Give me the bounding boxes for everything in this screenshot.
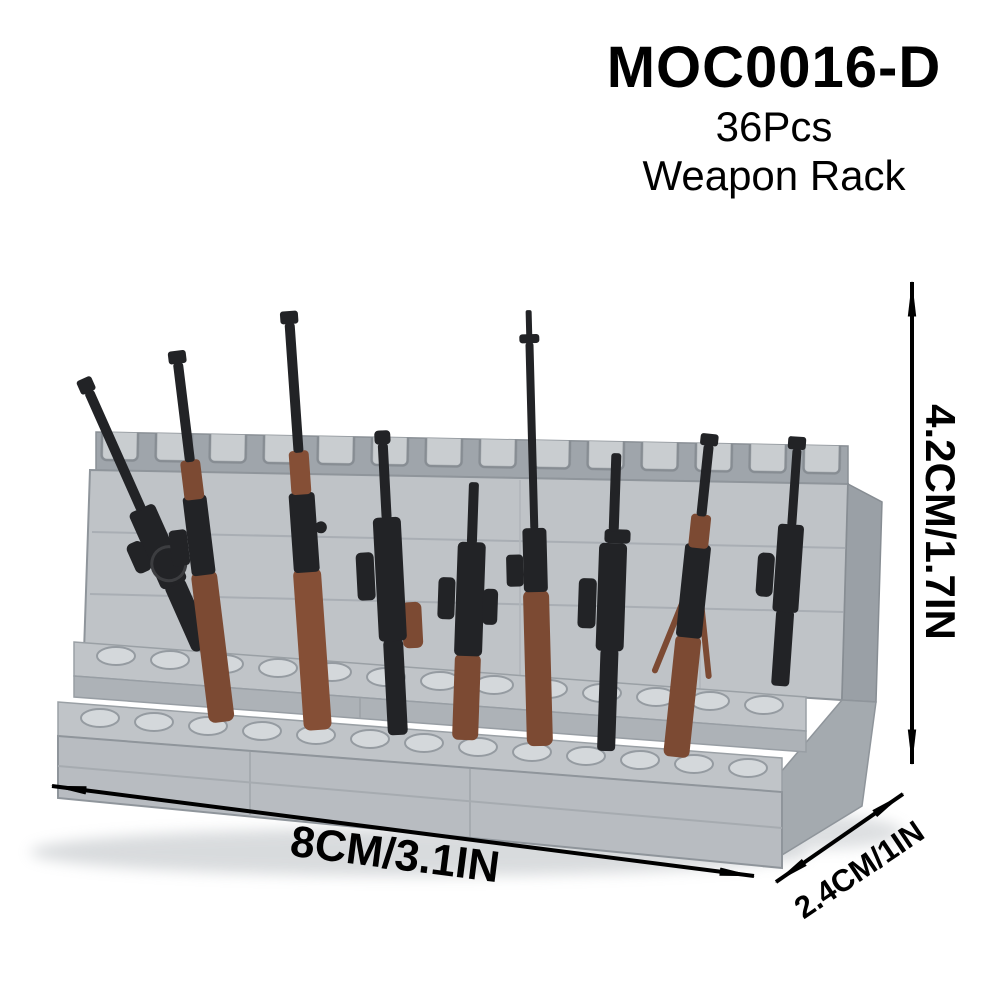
width-arrow: [50, 784, 756, 878]
depth-arrow: [774, 792, 905, 884]
toy-gun-rifle-brown-2: [279, 310, 332, 731]
height-dimension-label: 4.2CM/1.7IN: [917, 404, 964, 640]
toy-gun-machine-gun: [651, 433, 719, 758]
product-code: MOC0016-D: [606, 35, 942, 100]
toy-guns: [76, 310, 807, 758]
piece-count: 36Pcs: [715, 102, 833, 150]
product-title-block: MOC0016-D 36Pcs Weapon Rack: [552, 35, 996, 199]
product-name: Weapon Rack: [642, 151, 906, 199]
toy-gun-sniper: [506, 310, 553, 747]
toy-gun-smg: [355, 430, 424, 736]
toy-gun-ak: [755, 436, 807, 687]
toy-gun-assault-rifle: [577, 453, 631, 752]
toy-gun-rifle-brown-1: [167, 350, 235, 723]
toy-gun-carbine: [437, 482, 499, 741]
toy-gun-tommy: [76, 376, 212, 652]
